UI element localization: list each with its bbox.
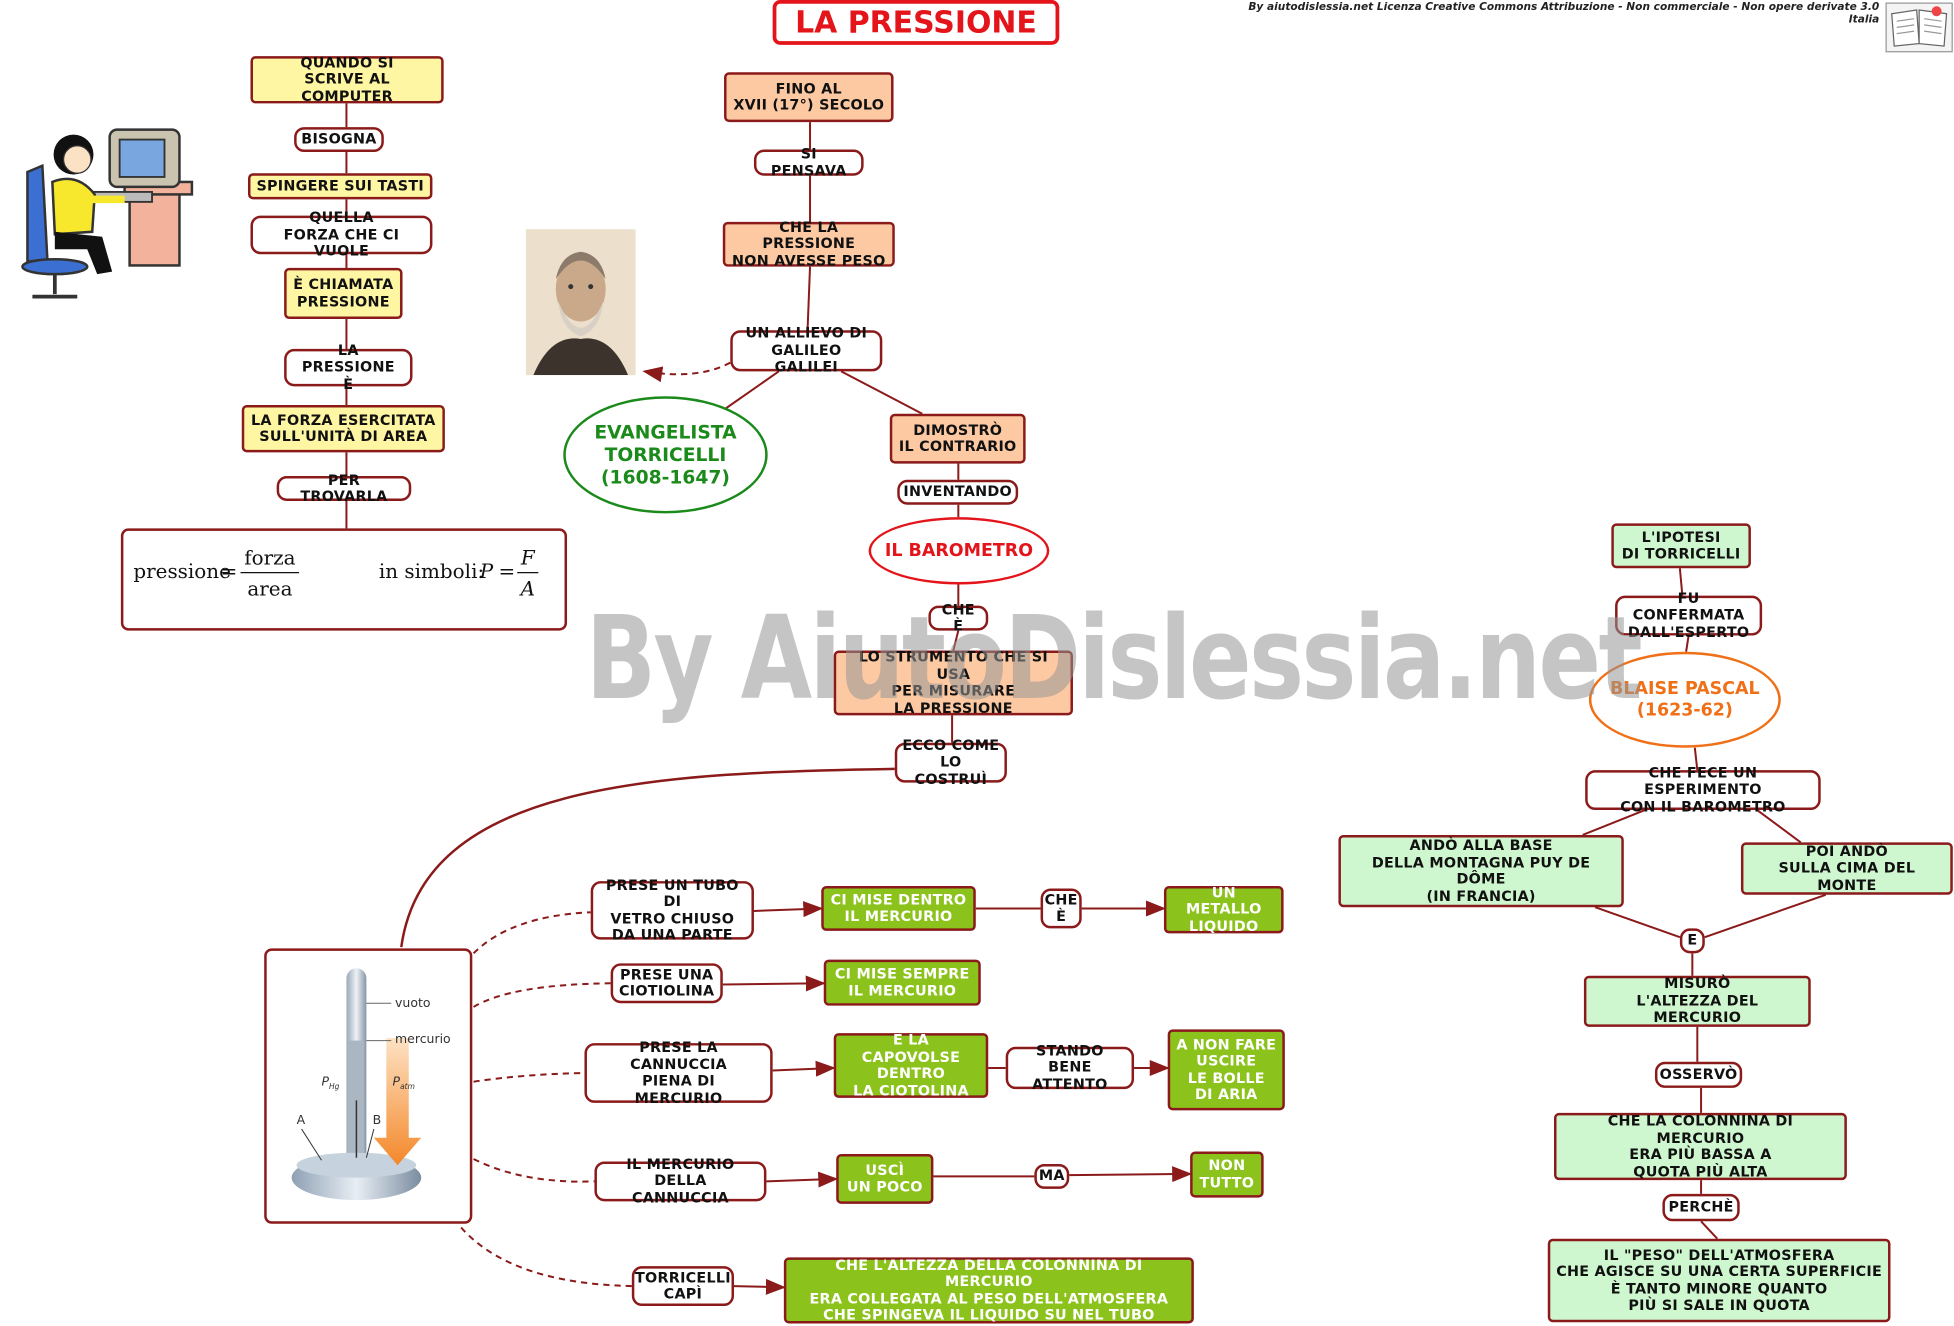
node-fino-al-secolo: FINO AL XVII (17°) SECOLO: [724, 72, 894, 123]
formula-numerator-2: F: [517, 546, 539, 574]
node-ipotesi: L'IPOTESI DI TORRICELLI: [1611, 523, 1751, 569]
galileo-portrait-icon: [525, 229, 636, 376]
node-pascal: BLAISE PASCAL (1623-62): [1588, 651, 1781, 748]
node-torricelli: EVANGELISTA TORRICELLI (1608-1647): [563, 396, 768, 514]
step-torricelli-capi: TORRICELLI CAPÌ: [631, 1266, 735, 1307]
node-peso-atmosfera: IL "PESO" DELL'ATMOSFERA CHE AGISCE SU U…: [1547, 1238, 1891, 1323]
link-che-e-2: CHE È: [1040, 888, 1082, 929]
node-dimostro: DIMOSTRÒ IL CONTRARIO: [889, 413, 1026, 464]
step-non-tutto: NON TUTTO: [1190, 1151, 1264, 1198]
barometer-diagram-icon: vuoto mercurio PHg Patm A B: [264, 948, 473, 1224]
step-mise-dentro: CI MISE DENTRO IL MERCURIO: [821, 886, 976, 931]
license-text: By aiutodislessia.net Licenza Creative C…: [1248, 1, 1880, 27]
node-chiamata-pressione: È CHIAMATA PRESSIONE: [284, 267, 403, 320]
step-usci: USCÌ UN POCO: [836, 1153, 934, 1204]
node-barometro: IL BAROMETRO: [868, 517, 1050, 585]
formula-denominator: area: [247, 576, 293, 601]
pressure-formula: pressione = forza area in simboli: P = F…: [120, 528, 568, 631]
link-che-e: CHE È: [928, 600, 989, 634]
link-per-trovarla: PER TROVARLA: [276, 471, 412, 504]
link-inventando: INVENTANDO: [897, 479, 1019, 505]
label-vuoto: vuoto: [395, 996, 431, 1011]
node-base-montagna: ANDÒ ALLA BASE DELLA MONTAGNA PUY DE DÔM…: [1338, 834, 1624, 908]
node-strumento: LO STRUMENTO CHE SI USA PER MISURARE LA …: [833, 648, 1073, 716]
link-ecco-come: ECCO COME LO COSTRUÌ: [894, 737, 1007, 787]
link-confermata: FU CONFERMATA DALL'ESPERTO: [1615, 589, 1763, 640]
step-metallo: UN METALLO LIQUIDO: [1163, 884, 1284, 934]
step-altezza-colonnina: CHE L'ALTEZZA DELLA COLONNINA DI MERCURI…: [783, 1256, 1194, 1324]
link-stando-attento: STANDO BENE ATTENTO: [1005, 1042, 1135, 1092]
step-ciotolina: PRESE UNA CIOTIOLINA: [610, 963, 723, 1004]
formula-denominator-2: A: [520, 576, 536, 601]
formula-equals: =: [220, 559, 238, 584]
formula-fraction: forza area: [240, 546, 300, 601]
label-a: A: [296, 1114, 306, 1128]
page-title: LA PRESSIONE: [772, 0, 1060, 45]
link-quella-forza: QUELLA FORZA CHE CI VUOLE: [250, 209, 433, 259]
formula-word: pressione: [133, 559, 231, 584]
node-spingere-tasti: SPINGERE SUI TASTI: [247, 173, 433, 200]
formula-in-simboli: in simboli:: [378, 559, 485, 584]
link-osservo: OSSERVÒ: [1654, 1061, 1743, 1088]
formula-fraction-2: F A: [517, 546, 539, 601]
step-non-fare-bolle: A NON FARE USCIRE LE BOLLE DI ARIA: [1167, 1029, 1285, 1111]
node-cima-monte: POI ANDÒ SULLA CIMA DEL MONTE: [1740, 842, 1953, 895]
computer-girl-illustration-icon: [5, 122, 204, 303]
step-capovolse: E LA CAPOVOLSE DENTRO LA CIOTOLINA: [833, 1031, 989, 1098]
book-logo-icon: [1885, 2, 1953, 53]
formula-symbol: P: [479, 559, 494, 584]
link-allievo-galilei: UN ALLIEVO DI GALILEO GALILEI: [730, 325, 883, 375]
step-mercurio-cannuccia: IL MERCURIO DELLA CANNUCCIA: [594, 1155, 767, 1206]
label-b: B: [372, 1114, 382, 1128]
node-misuro: MISURÒ L'ALTEZZA DEL MERCURIO: [1583, 975, 1811, 1027]
step-mise-sempre: CI MISE SEMPRE IL MERCURIO: [823, 959, 981, 1006]
label-phg: PHg: [321, 1075, 340, 1092]
link-perche: PERCHÈ: [1662, 1193, 1740, 1222]
link-si-pensava: SI PENSAVA: [753, 145, 864, 179]
link-ma: MA: [1034, 1163, 1070, 1189]
formula-numerator: forza: [240, 546, 300, 574]
link-la-pressione-e: LA PRESSIONE È: [284, 341, 413, 392]
link-bisogna: BISOGNA: [294, 127, 384, 153]
node-forza-esercitata: LA FORZA ESERCITATA SULL'UNITÀ DI AREA: [241, 405, 445, 453]
node-quando-si-scrive: QUANDO SI SCRIVE AL COMPUTER: [250, 54, 444, 104]
step-tubo: PRESE UN TUBO DI VETRO CHIUSO DA UNA PAR…: [590, 876, 754, 943]
label-patm: Patm: [392, 1075, 415, 1092]
formula-equals-2: =: [498, 559, 516, 584]
link-esperimento: CHE FECE UN ESPERIMENTO CON IL BAROMETRO: [1585, 764, 1821, 814]
node-pressione-peso: CHE LA PRESSIONE NON AVESSE PESO: [722, 218, 895, 269]
node-colonnina-bassa: CHE LA COLONNINA DI MERCURIO ERA PIÙ BAS…: [1554, 1112, 1847, 1181]
link-e: E: [1679, 928, 1705, 954]
step-cannuccia: PRESE LA CANNUCCIA PIENA DI MERCURIO: [584, 1038, 773, 1106]
label-mercurio: mercurio: [395, 1033, 451, 1047]
